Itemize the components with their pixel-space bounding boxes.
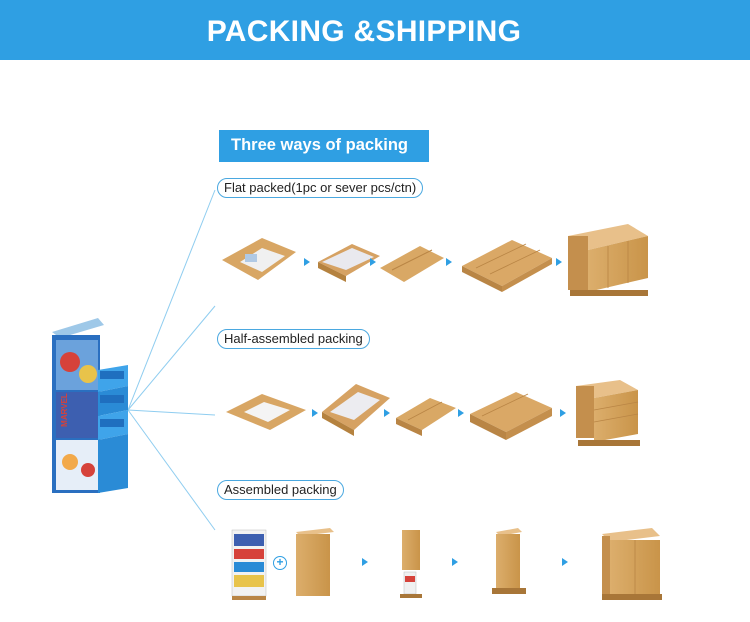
method-label-flat: Flat packed(1pc or sever pcs/ctn) (217, 178, 424, 198)
connector-lines (127, 189, 216, 531)
display-brand-text: MARVEL (60, 393, 69, 427)
row-assembled (231, 528, 662, 600)
chevron-right-icon (370, 258, 376, 266)
row-flat-packed (222, 224, 648, 296)
plus-circle-icon: + (273, 556, 287, 570)
method-label-assembled: Assembled packing (217, 480, 344, 500)
section-heading: Three ways of packing (219, 130, 429, 162)
method-label-half-assembled: Half-assembled packing (217, 329, 370, 349)
page-title: PACKING &SHIPPING (206, 15, 522, 48)
header-banner: PACKING &SHIPPING (0, 0, 750, 60)
chevron-right-icon (384, 409, 390, 417)
chevron-right-icon (452, 558, 458, 566)
chevron-right-icon (562, 558, 568, 566)
chevron-right-icon (446, 258, 452, 266)
chevron-right-icon (312, 409, 318, 417)
floor-display-stand: MARVEL (52, 318, 128, 493)
chevron-right-icon (556, 258, 562, 266)
chevron-right-icon (362, 558, 368, 566)
chevron-right-icon (458, 409, 464, 417)
chevron-right-icon (304, 258, 310, 266)
row-half-assembled (226, 380, 640, 446)
chevron-right-icon (560, 409, 566, 417)
